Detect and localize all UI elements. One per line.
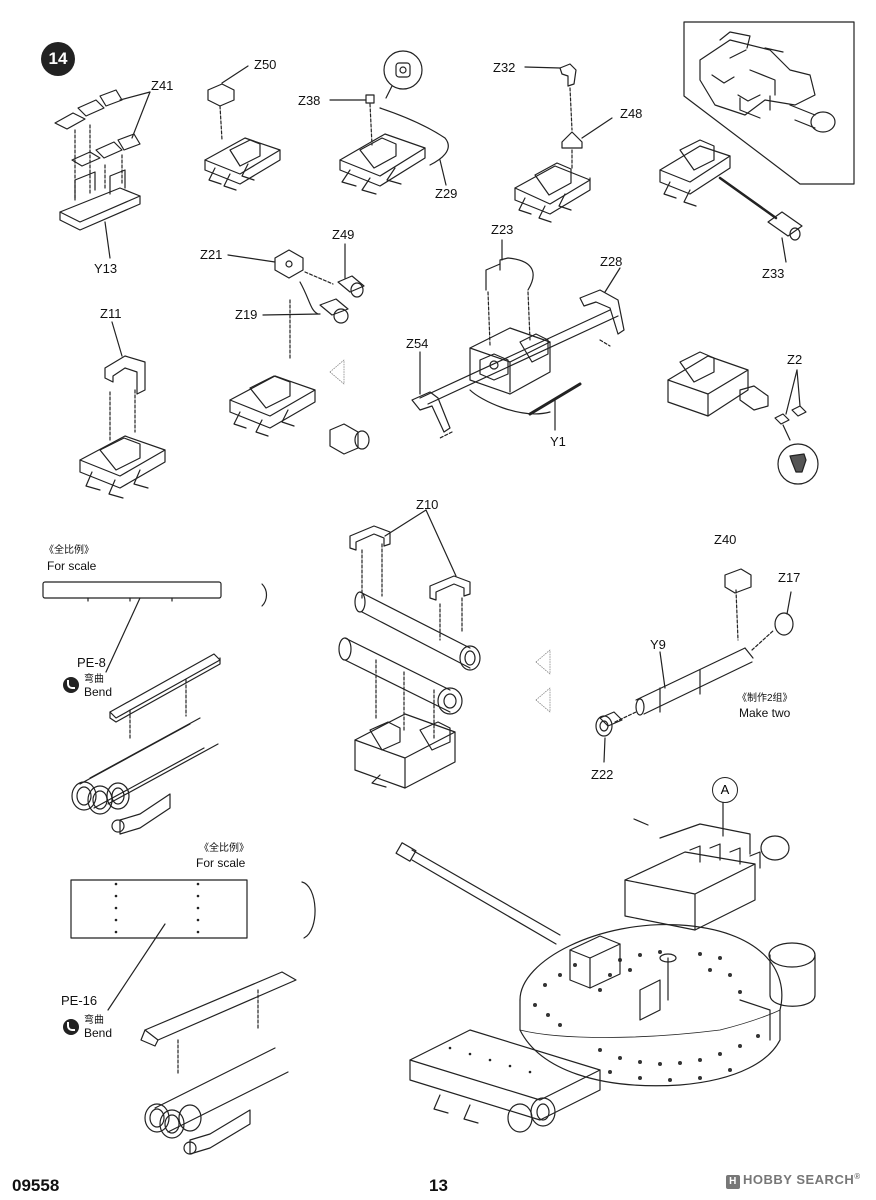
pe16-scale-sheet (70, 879, 316, 1155)
label-y1: Y1 (550, 434, 566, 449)
label-z23: Z23 (491, 222, 514, 237)
detail-callout-a: A (712, 777, 738, 803)
rivet-dots (533, 950, 760, 1082)
step-number-badge: 14 (41, 42, 75, 76)
label-z22: Z22 (591, 767, 614, 782)
page-number: 13 (429, 1176, 448, 1195)
label-z50: Z50 (254, 57, 277, 72)
bend-en-1: Bend (84, 685, 113, 699)
label-pe16: PE-16 (61, 993, 98, 1008)
z21-assembly (227, 243, 370, 455)
label-z17: Z17 (778, 570, 801, 585)
bend-cn-1: 弯曲 (84, 674, 104, 685)
label-z38: Z38 (298, 93, 321, 108)
for-scale-cn-2: 《全比例》 (199, 843, 249, 854)
perforation-dots (114, 882, 200, 934)
label-z11: Z11 (100, 306, 122, 321)
flow-arrows (329, 359, 551, 713)
z33-assembly (659, 139, 803, 263)
label-z48: Z48 (620, 106, 643, 121)
label-y13: Y13 (94, 261, 118, 276)
bend-icon (63, 677, 79, 693)
for-scale-en-2: For scale (196, 856, 246, 870)
bend-cn-2: 弯曲 (84, 1015, 104, 1026)
main-frame-assembly (411, 239, 625, 439)
label-z41: Z41 (151, 78, 174, 93)
z11-assembly (79, 321, 166, 499)
make-two-cn: 《制作2组》 (737, 693, 793, 704)
label-z19: Z19 (235, 307, 258, 322)
label-z2: Z2 (787, 352, 803, 367)
label-z33: Z33 (762, 266, 785, 281)
label-z29: Z29 (435, 186, 458, 201)
z50-assembly (204, 65, 281, 191)
label-z21: Z21 (200, 247, 223, 262)
make-two-en: Make two (739, 706, 791, 720)
z41-assembly (54, 89, 151, 259)
perforation-dots-2 (448, 1046, 532, 1074)
label-z40: Z40 (714, 532, 737, 547)
inset-detail-view (683, 21, 855, 185)
label-y9: Y9 (650, 637, 666, 652)
pe8-scale-strip (42, 581, 268, 835)
label-z49: Z49 (332, 227, 355, 242)
watermark-trademark: ® (854, 1172, 861, 1181)
z2-assembly (667, 351, 819, 485)
label-z10: Z10 (416, 497, 439, 512)
z10-assembly (338, 509, 481, 789)
bend-icon (63, 1019, 79, 1035)
label-z28: Z28 (600, 254, 623, 269)
for-scale-en-1: For scale (47, 559, 97, 573)
z38-assembly (329, 50, 449, 195)
z32-assembly (514, 63, 613, 223)
label-z54: Z54 (406, 336, 429, 351)
for-scale-cn-1: 《全比例》 (44, 545, 94, 556)
catalog-number: 09558 (12, 1176, 60, 1195)
turret-assembly (395, 801, 816, 1133)
watermark-text: HOBBY SEARCH (743, 1172, 855, 1187)
label-pe8: PE-8 (77, 655, 106, 670)
label-z32: Z32 (493, 60, 516, 75)
bend-en-2: Bend (84, 1026, 113, 1040)
y9-assembly (595, 568, 794, 763)
watermark-logo-icon: H (726, 1175, 740, 1189)
